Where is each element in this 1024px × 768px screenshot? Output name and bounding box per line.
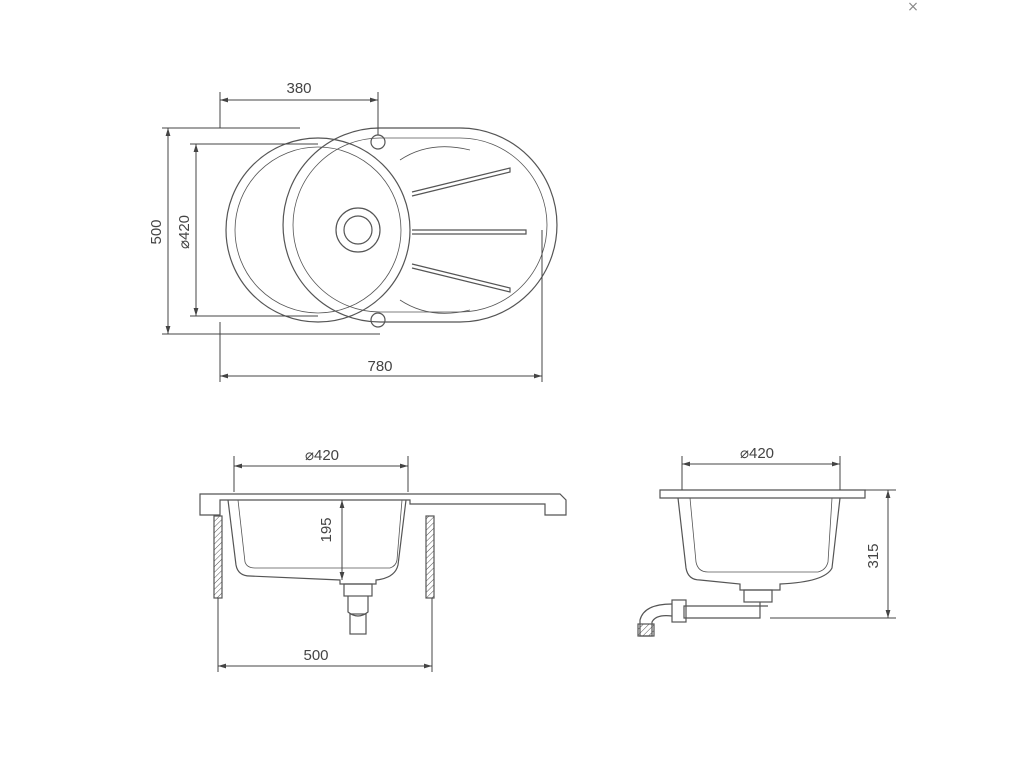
bowl-inner-circle bbox=[234, 146, 402, 314]
front-bowl-inner bbox=[237, 499, 403, 569]
top-view-dimensions bbox=[162, 92, 543, 382]
bowl-circle bbox=[225, 137, 411, 323]
dim-500-cabinet: 500 bbox=[303, 647, 328, 664]
front-siphon-tail bbox=[349, 613, 367, 635]
tap-hole-top bbox=[370, 134, 386, 150]
side-drain-body bbox=[743, 589, 773, 603]
side-rim bbox=[659, 489, 866, 499]
dim-380: 380 bbox=[286, 80, 311, 97]
sink-outline bbox=[282, 127, 558, 323]
drainer-edge-2 bbox=[399, 299, 471, 314]
side-pipe bbox=[683, 602, 768, 619]
front-drain-body bbox=[343, 583, 373, 597]
front-siphon bbox=[347, 596, 369, 617]
sink-inner-outline bbox=[292, 137, 548, 313]
front-view bbox=[199, 493, 567, 635]
side-view-dimensions bbox=[681, 456, 896, 619]
front-bowl bbox=[227, 499, 407, 585]
cabinet-wall-right bbox=[425, 515, 435, 599]
front-rim bbox=[199, 493, 567, 516]
drainer-edge bbox=[399, 146, 471, 161]
dim-420-top: ⌀420 bbox=[176, 215, 193, 249]
drain-outer bbox=[335, 207, 381, 253]
dim-195: 195 bbox=[318, 517, 335, 542]
tap-hole-bottom bbox=[370, 312, 386, 328]
dim-420-side: ⌀420 bbox=[740, 445, 774, 462]
close-icon[interactable]: × bbox=[907, 0, 919, 15]
side-bowl-inner bbox=[689, 497, 833, 573]
side-bowl bbox=[677, 497, 841, 591]
cabinet-wall-left bbox=[213, 515, 223, 599]
side-pipe-nut bbox=[671, 599, 687, 623]
groove-3 bbox=[411, 263, 511, 293]
groove-1 bbox=[411, 167, 511, 197]
side-pipe-end bbox=[637, 623, 655, 637]
dim-420-front: ⌀420 bbox=[305, 447, 339, 464]
dim-315: 315 bbox=[865, 543, 882, 568]
dim-500-height: 500 bbox=[148, 219, 165, 244]
groove-2 bbox=[412, 229, 527, 235]
drain-inner bbox=[343, 215, 373, 245]
front-view-dimensions bbox=[217, 456, 433, 672]
top-view bbox=[225, 127, 558, 328]
side-view bbox=[637, 489, 866, 637]
dim-780: 780 bbox=[367, 358, 392, 375]
